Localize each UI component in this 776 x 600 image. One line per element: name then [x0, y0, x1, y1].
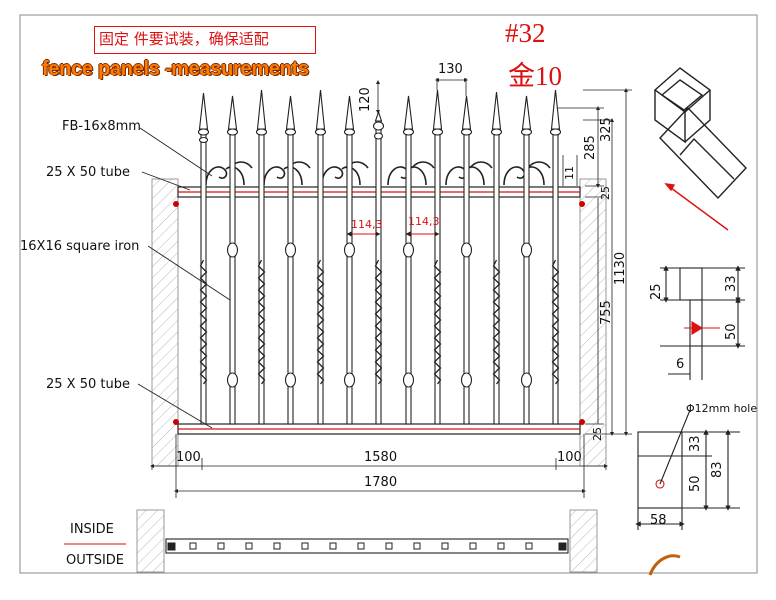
dim-325: 325	[599, 117, 614, 142]
callout-bottom-tube: 25 X 50 tube	[46, 377, 130, 392]
picket-8	[402, 95, 415, 425]
picket-4	[284, 95, 297, 425]
dim-right-post: 100	[557, 450, 582, 465]
sheet-border	[19, 14, 758, 574]
dim-755: 755	[599, 300, 614, 325]
pickets	[197, 89, 562, 425]
detail-33b: 33	[688, 435, 703, 452]
picket-3	[255, 89, 268, 425]
detail-50: 50	[724, 323, 739, 340]
detail-83: 83	[710, 461, 725, 478]
plan-inside-label: INSIDE	[70, 522, 114, 537]
bracket-bottom-right	[579, 419, 585, 425]
dim-25-bottom: 25	[591, 427, 604, 441]
detail-6: 6	[676, 357, 685, 372]
picket-13	[549, 89, 562, 425]
picket-9	[431, 89, 444, 425]
dim-spike-height: 120	[358, 87, 373, 112]
twisted-bars	[199, 259, 560, 385]
hole-detail	[635, 409, 740, 530]
bracket-bottom-left	[173, 419, 179, 425]
plan-right-post	[569, 509, 598, 573]
callout-square-iron: 16X16 square iron	[20, 239, 140, 254]
plan-rail	[165, 538, 569, 554]
picket-2	[226, 95, 239, 425]
picket-10	[460, 95, 473, 425]
dim-1130: 1130	[613, 251, 628, 285]
dim-pitch-a: 114,3	[351, 218, 383, 231]
callout-leaders	[137, 127, 231, 429]
model-sub-number: 金10	[508, 61, 562, 91]
dim-11: 11	[563, 166, 576, 180]
drawing-title: fence panels -measurements	[42, 58, 309, 80]
detail-25: 25	[649, 283, 664, 300]
plan-left-post	[136, 509, 165, 573]
dim-top-spacing: 130	[438, 62, 463, 77]
picket-12	[520, 95, 533, 425]
picket-11	[490, 91, 503, 425]
tube-isometric-sketch	[653, 67, 747, 231]
dim-span: 1580	[364, 450, 398, 465]
right-post	[579, 178, 607, 467]
callout-flat-bar: FB-16x8mm	[62, 119, 141, 134]
detail-50b: 50	[688, 475, 703, 492]
dim-pitch-b: 114,3	[408, 215, 440, 228]
callout-top-tube: 25 X 50 tube	[46, 165, 130, 180]
dimension-lines	[150, 78, 632, 498]
detail-33: 33	[724, 275, 739, 292]
detail-58: 58	[650, 513, 667, 528]
picket-6	[343, 95, 356, 425]
chinese-note: 固定 件要试装，确保适配	[94, 26, 316, 54]
bracket-top-right	[579, 201, 585, 207]
dim-285: 285	[583, 135, 598, 160]
picket-1	[197, 92, 210, 425]
detail-hole-note: Φ12mm hole	[686, 402, 758, 415]
bracket-detail	[660, 265, 745, 380]
model-number: #32	[505, 18, 546, 48]
dim-left-post: 100	[176, 450, 201, 465]
dim-25-top: 25	[599, 186, 612, 200]
bottom-rail	[177, 423, 581, 435]
bracket-top-left	[173, 201, 179, 207]
picket-5	[314, 89, 327, 425]
dim-overall: 1780	[364, 475, 398, 490]
plan-view	[64, 509, 681, 576]
plan-outside-label: OUTSIDE	[66, 553, 124, 568]
